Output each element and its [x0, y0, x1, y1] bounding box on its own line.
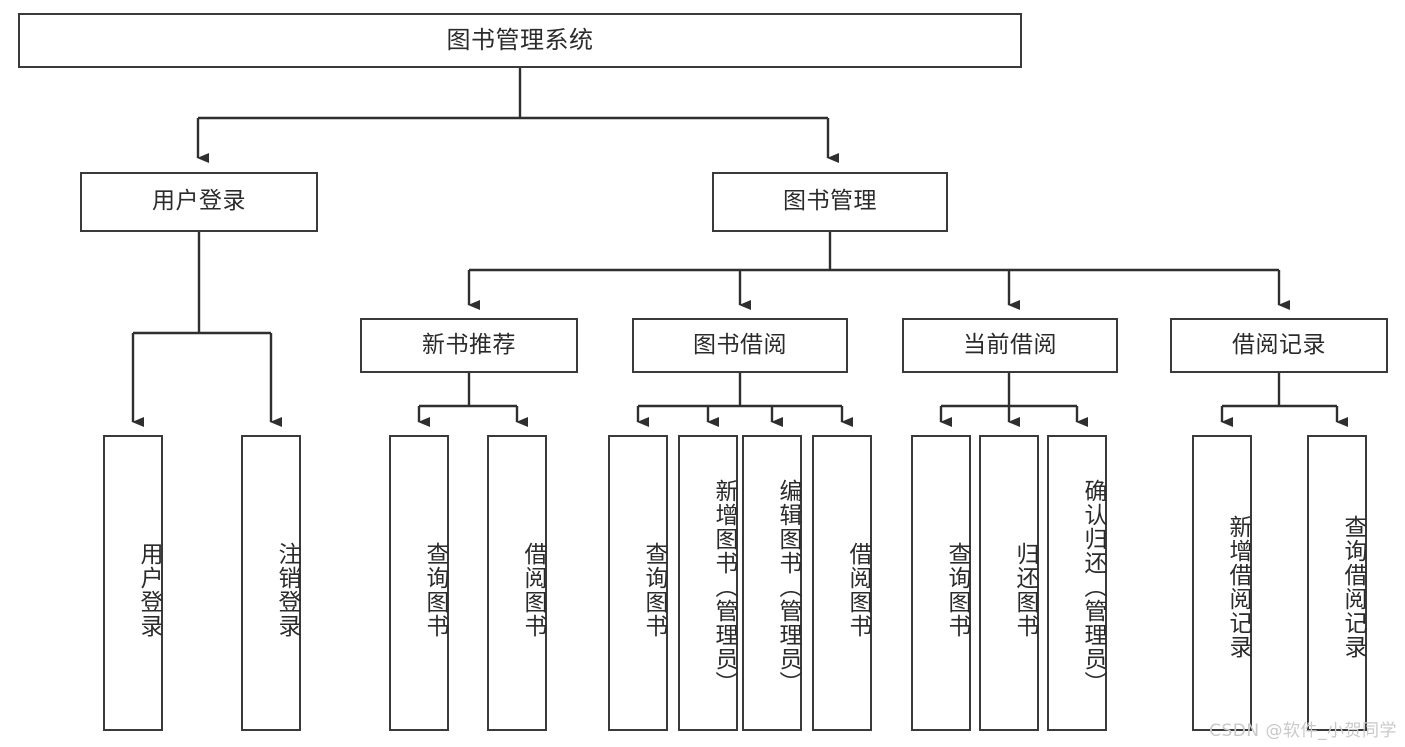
- leaf-query-book-new-recommend[interactable]: 查询图书: [389, 435, 449, 731]
- leaf-return-book[interactable]: 归还图书: [979, 435, 1039, 731]
- leaf-add-borrow-record[interactable]: 新增借阅记录: [1192, 435, 1252, 731]
- leaf-borrow-book-new-recommend[interactable]: 借阅图书: [487, 435, 547, 731]
- leaf-query-borrow-record[interactable]: 查询借阅记录: [1307, 435, 1367, 731]
- leaf-add-book-admin[interactable]: 新增图书（管理员）: [678, 435, 738, 731]
- node-root-book-management-system[interactable]: 图书管理系统: [18, 13, 1022, 68]
- node-user-login[interactable]: 用户登录: [80, 172, 318, 232]
- node-borrow-record[interactable]: 借阅记录: [1170, 318, 1388, 373]
- leaf-edit-book-admin[interactable]: 编辑图书（管理员）: [742, 435, 802, 731]
- leaf-confirm-return-admin[interactable]: 确认归还（管理员）: [1047, 435, 1107, 731]
- leaf-borrow-book-borrow[interactable]: 借阅图书: [812, 435, 872, 731]
- leaf-query-book-borrow[interactable]: 查询图书: [608, 435, 668, 731]
- node-book-management[interactable]: 图书管理: [712, 172, 948, 232]
- node-current-borrow[interactable]: 当前借阅: [902, 318, 1118, 373]
- leaf-logout-login[interactable]: 注销登录: [241, 435, 301, 731]
- leaf-query-book-current[interactable]: 查询图书: [911, 435, 971, 731]
- node-new-book-recommend[interactable]: 新书推荐: [360, 318, 578, 373]
- leaf-user-login[interactable]: 用户登录: [103, 435, 163, 731]
- node-book-borrow[interactable]: 图书借阅: [632, 318, 848, 373]
